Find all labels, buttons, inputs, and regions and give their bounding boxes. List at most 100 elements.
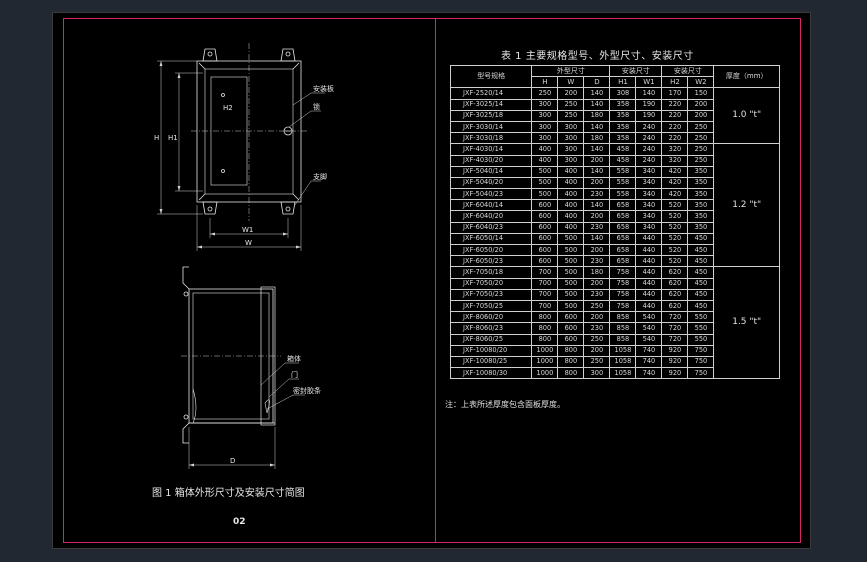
cell-value: 800 <box>557 367 585 380</box>
cell-value: 308 <box>609 87 637 100</box>
cell-value: 458 <box>609 154 637 167</box>
cell-value: 720 <box>661 333 689 346</box>
cell-value: 600 <box>531 199 559 212</box>
cell-value: 340 <box>635 188 663 201</box>
cell-value: 420 <box>661 188 689 201</box>
cell-value: 200 <box>583 243 611 257</box>
cell-value: 658 <box>609 243 637 257</box>
enclosure-drawing: H H1 H2 W1 W D 安装板 锁 支脚 箱体 门 密封胶条 <box>154 43 334 469</box>
cell-value: 230 <box>583 322 611 335</box>
side-lug-top <box>182 266 190 290</box>
cell-value: 400 <box>557 199 585 212</box>
cell-value: 140 <box>583 87 611 100</box>
cell-value: 1058 <box>609 367 637 380</box>
cell-value: 220 <box>661 109 689 122</box>
cell-value: 140 <box>583 98 611 111</box>
cell-value: 450 <box>687 232 715 246</box>
cell-thickness: 1.2 "t" <box>713 143 780 268</box>
cell-value: 558 <box>609 188 637 201</box>
cell-value: 700 <box>531 288 559 301</box>
cell-value: 558 <box>609 165 637 178</box>
subheader-h2: H2 <box>661 76 689 89</box>
cell-value: 658 <box>609 210 637 223</box>
cell-model: JXF-10080/25 <box>449 355 533 369</box>
cell-value: 700 <box>531 266 559 279</box>
cell-value: 500 <box>557 266 585 279</box>
cell-value: 350 <box>687 221 715 234</box>
cell-value: 240 <box>635 132 663 145</box>
cell-thickness: 1.0 "t" <box>713 87 780 145</box>
cell-value: 350 <box>687 210 715 223</box>
frame-divider <box>435 19 436 542</box>
cell-value: 750 <box>687 355 715 369</box>
cell-model: JXF-6050/23 <box>449 255 533 268</box>
cell-value: 440 <box>635 255 663 268</box>
cell-value: 300 <box>531 98 559 111</box>
label-door: 门 <box>291 370 298 379</box>
cell-value: 758 <box>609 299 637 313</box>
subheader-w2: W2 <box>687 76 715 89</box>
cell-model: JXF-7050/18 <box>449 266 533 279</box>
cell-value: 620 <box>661 288 689 301</box>
cell-model: JXF-3025/18 <box>449 109 533 122</box>
cell-value: 450 <box>687 288 715 301</box>
cell-value: 350 <box>687 165 715 178</box>
cell-value: 600 <box>531 232 559 246</box>
cell-value: 220 <box>661 132 689 145</box>
cell-value: 1058 <box>609 344 637 357</box>
cell-value: 300 <box>557 143 585 156</box>
cell-value: 520 <box>661 232 689 246</box>
cell-value: 180 <box>583 109 611 122</box>
cell-value: 920 <box>661 355 689 369</box>
cell-value: 1000 <box>531 367 559 380</box>
cell-value: 140 <box>583 120 611 134</box>
cell-value: 220 <box>661 98 689 111</box>
cell-value: 250 <box>557 98 585 111</box>
cell-value: 190 <box>635 109 663 122</box>
cell-value: 300 <box>557 132 585 145</box>
cell-value: 358 <box>609 120 637 134</box>
cell-thickness: 1.5 "t" <box>713 266 780 380</box>
cell-model: JXF-7050/23 <box>449 288 533 301</box>
label-dim-h2: H2 <box>223 104 233 112</box>
cell-value: 920 <box>661 367 689 380</box>
cell-model: JXF-8060/20 <box>449 311 533 324</box>
cell-value: 200 <box>583 277 611 290</box>
cell-value: 758 <box>609 288 637 301</box>
lifting-lug-left <box>202 48 218 62</box>
cell-value: 300 <box>531 120 559 134</box>
cell-value: 858 <box>609 311 637 324</box>
cell-value: 420 <box>661 176 689 190</box>
cell-model: JXF-7050/25 <box>449 299 533 313</box>
cell-model: JXF-6050/20 <box>449 243 533 257</box>
subheader-h1: H1 <box>609 76 637 89</box>
cell-value: 550 <box>687 333 715 346</box>
cell-value: 180 <box>583 132 611 145</box>
cell-value: 740 <box>635 344 663 357</box>
side-foot-bottom <box>182 422 190 444</box>
cell-value: 340 <box>635 221 663 234</box>
cell-value: 1000 <box>531 355 559 369</box>
cell-value: 230 <box>583 288 611 301</box>
cell-model: JXF-2520/14 <box>449 87 533 100</box>
cell-value: 858 <box>609 322 637 335</box>
header-door: 安装尺寸 <box>661 64 715 78</box>
foot-right <box>280 201 296 215</box>
cell-value: 140 <box>635 87 663 100</box>
cell-value: 200 <box>583 154 611 167</box>
cell-value: 340 <box>635 199 663 212</box>
cell-value: 250 <box>531 87 559 100</box>
label-box-body: 箱体 <box>287 354 301 363</box>
cell-value: 230 <box>583 188 611 201</box>
